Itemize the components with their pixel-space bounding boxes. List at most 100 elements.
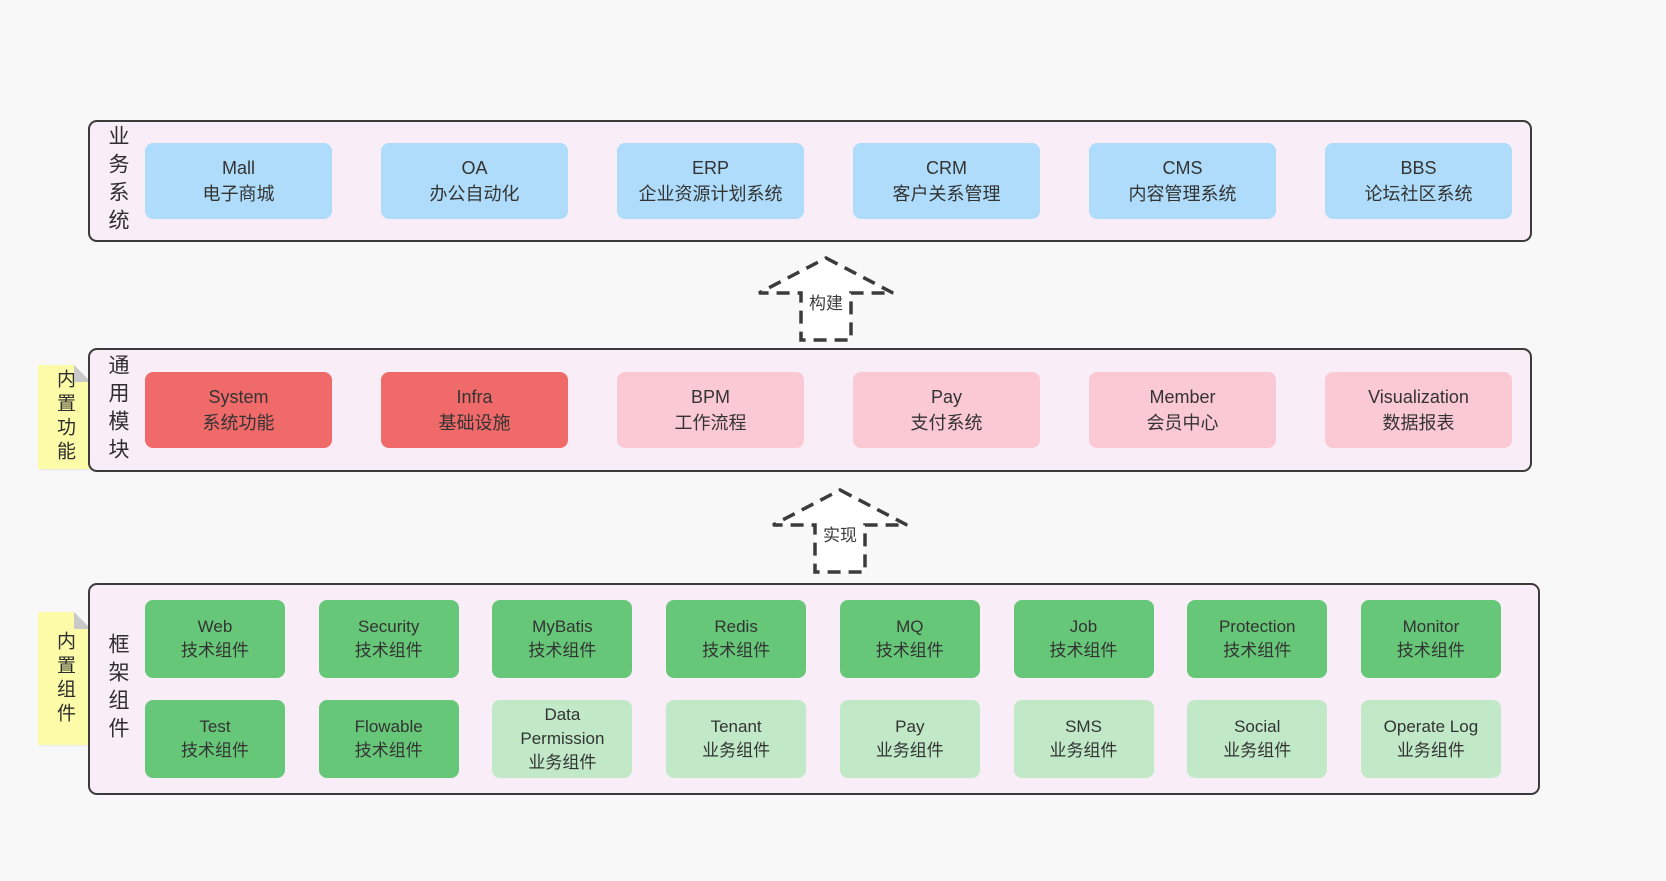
box-monitor: Monitor 技术组件: [1360, 600, 1501, 678]
box-name: BPM: [690, 387, 730, 407]
box-protection: Protection 技术组件: [1187, 600, 1328, 678]
box-security: Security 技术组件: [318, 600, 459, 678]
box-crm: CRM 客户关系管理: [853, 143, 1040, 219]
box-name: Pay: [930, 387, 963, 407]
framework-row-2: Test 技术组件 Flowable 技术组件 Data Permission …: [145, 700, 1501, 778]
sticky-text: 内置功能: [54, 369, 75, 465]
framework-layer-content: Web 技术组件 Security 技术组件 MyBatis 技术组件 Redi…: [145, 600, 1538, 778]
box-social: Social 业务组件: [1187, 700, 1328, 778]
box-infra: Infra 基础设施: [381, 372, 568, 448]
box-oa: OA 办公自动化: [381, 143, 568, 219]
box-web: Web 技术组件: [145, 600, 285, 678]
box-name: Data Permission: [520, 705, 605, 748]
box-subtitle: 基础设施: [438, 413, 511, 433]
box-name: MQ: [896, 617, 924, 636]
box-subtitle: 技术组件: [354, 641, 423, 660]
modules-layer-title: 通用模块: [106, 354, 129, 466]
box-name: Social: [1234, 717, 1281, 736]
box-subtitle: 技术组件: [181, 741, 249, 760]
layer-title-strip: 框架组件: [90, 633, 145, 745]
box-name: Protection: [1218, 617, 1296, 636]
box-subtitle: 客户关系管理: [892, 184, 1001, 204]
build-arrow: 构建: [756, 255, 896, 343]
box-mybatis: MyBatis 技术组件: [492, 600, 633, 678]
box-tenant: Tenant 业务组件: [666, 700, 807, 778]
box-name: Mall: [221, 158, 255, 178]
box-name: Operate Log: [1383, 717, 1479, 736]
common-modules-layer: 通用模块 System 系统功能 Infra 基础设施 BPM 工作流程 Pay…: [88, 348, 1532, 472]
build-arrow-label: 构建: [806, 289, 846, 314]
box-subtitle: 技术组件: [354, 741, 423, 760]
box-test: Test 技术组件: [145, 700, 285, 778]
box-name: CRM: [926, 158, 967, 178]
box-name: Security: [357, 617, 420, 636]
box-subtitle: 技术组件: [1223, 641, 1292, 660]
box-subtitle: 办公自动化: [429, 184, 520, 204]
box-subtitle: 业务组件: [702, 741, 771, 760]
box-operate-log: Operate Log 业务组件: [1360, 700, 1501, 778]
box-name: MyBatis: [532, 617, 593, 636]
box-subtitle: 技术组件: [702, 641, 771, 660]
box-subtitle: 企业资源计划系统: [638, 184, 783, 204]
box-pay-module: Pay 支付系统: [853, 372, 1040, 448]
box-name: Pay: [895, 717, 925, 736]
box-subtitle: 内容管理系统: [1128, 184, 1237, 204]
box-name: Member: [1149, 387, 1216, 407]
box-subtitle: 系统功能: [202, 413, 275, 433]
built-in-features-sticky: 内置功能: [38, 365, 91, 469]
box-bbs: BBS 论坛社区系统: [1325, 143, 1512, 219]
box-name: OA: [461, 158, 488, 178]
box-redis: Redis 技术组件: [666, 600, 807, 678]
box-subtitle: 技术组件: [528, 641, 597, 660]
box-subtitle: 支付系统: [910, 413, 983, 433]
box-name: Visualization: [1368, 387, 1469, 407]
built-in-components-sticky: 内置组件: [38, 612, 91, 745]
box-bpm: BPM 工作流程: [617, 372, 804, 448]
box-data-permission: Data Permission 业务组件: [492, 700, 633, 778]
sticky-text: 内置组件: [54, 630, 75, 727]
box-subtitle: 数据报表: [1382, 413, 1455, 433]
box-job: Job 技术组件: [1013, 600, 1154, 678]
business-layer-content: Mall 电子商城 OA 办公自动化 ERP 企业资源计划系统 CRM 客户关系…: [145, 143, 1530, 219]
business-systems-layer: 业务系统 Mall 电子商城 OA 办公自动化 ERP 企业资源计划系统 CRM…: [88, 120, 1532, 242]
box-subtitle: 论坛社区系统: [1364, 184, 1473, 204]
box-name: Infra: [456, 387, 493, 407]
box-cms: CMS 内容管理系统: [1089, 143, 1276, 219]
framework-components-layer: 框架组件 Web 技术组件 Security 技术组件 MyBatis 技术组件…: [88, 583, 1540, 795]
box-name: Web: [197, 617, 233, 636]
box-name: Job: [1069, 617, 1098, 636]
box-name: ERP: [691, 158, 729, 178]
box-subtitle: 业务组件: [1396, 741, 1465, 760]
box-subtitle: 业务组件: [1223, 741, 1292, 760]
box-visualization: Visualization 数据报表: [1325, 372, 1512, 448]
box-mall: Mall 电子商城: [145, 143, 332, 219]
box-name: BBS: [1400, 158, 1437, 178]
box-pay-component: Pay 业务组件: [839, 700, 980, 778]
box-subtitle: 业务组件: [875, 741, 944, 760]
box-subtitle: 电子商城: [202, 184, 275, 204]
box-system: System 系统功能: [145, 372, 332, 448]
box-name: Redis: [714, 617, 758, 636]
box-name: SMS: [1065, 717, 1102, 736]
box-mq: MQ 技术组件: [839, 600, 980, 678]
box-name: System: [208, 387, 269, 407]
box-name: Tenant: [710, 717, 762, 736]
box-subtitle: 业务组件: [528, 753, 597, 772]
box-subtitle: 会员中心: [1146, 413, 1219, 433]
box-subtitle: 技术组件: [1049, 641, 1118, 660]
implement-arrow-label: 实现: [820, 521, 860, 546]
box-subtitle: 工作流程: [674, 413, 747, 433]
box-member: Member 会员中心: [1089, 372, 1276, 448]
box-name: Test: [199, 717, 231, 736]
box-subtitle: 技术组件: [1396, 641, 1465, 660]
layer-title-strip: 业务系统: [90, 125, 145, 237]
implement-arrow: 实现: [770, 487, 910, 575]
box-subtitle: 技术组件: [181, 641, 249, 660]
layer-title-strip: 通用模块: [90, 354, 145, 466]
business-layer-title: 业务系统: [106, 125, 129, 237]
box-sms: SMS 业务组件: [1013, 700, 1154, 778]
box-erp: ERP 企业资源计划系统: [617, 143, 804, 219]
framework-row-1: Web 技术组件 Security 技术组件 MyBatis 技术组件 Redi…: [145, 600, 1501, 678]
modules-layer-content: System 系统功能 Infra 基础设施 BPM 工作流程 Pay 支付系统…: [145, 372, 1530, 448]
box-name: Monitor: [1402, 617, 1460, 636]
